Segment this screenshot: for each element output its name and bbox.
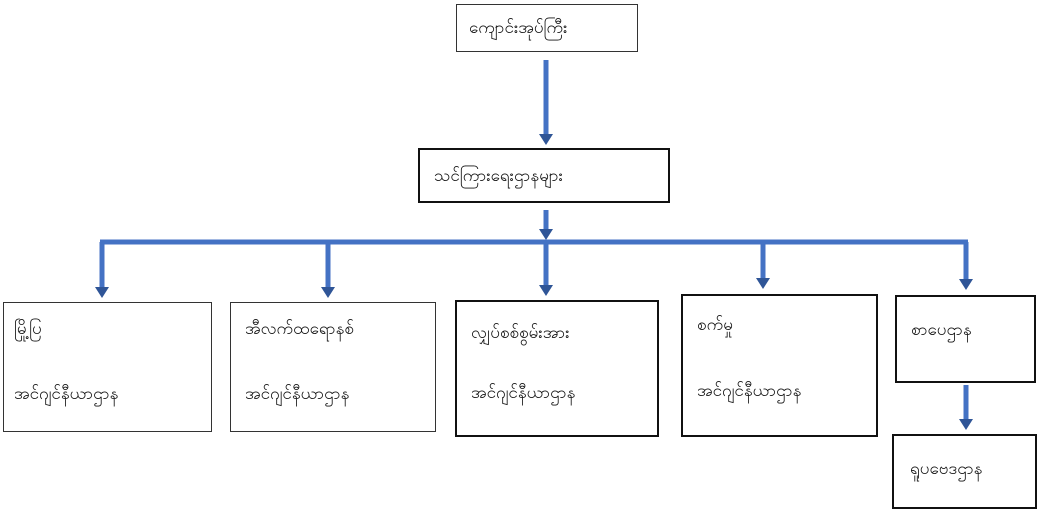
- arrowhead-dept-4: [756, 278, 770, 289]
- dept-node-2-line2: အင်ဂျင်နီယာဌာန: [245, 384, 350, 404]
- dept-node-2-line1: အီလက်ထရောနစ်: [245, 319, 354, 339]
- dept-node-4-line1: စက်မှု: [697, 315, 733, 335]
- dept-node-1-line2: အင်ဂျင်နီယာဌာန: [14, 384, 119, 404]
- sub-dept-node-box: ရူပဗေဒဌာန: [892, 434, 1037, 509]
- arrowhead-mid-to-bus: [539, 229, 553, 240]
- dept-node-3-line1: လျှပ်စစ်စွမ်းအား: [471, 323, 570, 343]
- dept-node-2-box: အီလက်ထရောနစ် အင်ဂျင်နီယာဌာန: [230, 302, 436, 432]
- dept-node-4-line2: အင်ဂျင်နီယာဌာန: [697, 381, 802, 401]
- dept-node-3-box: လျှပ်စစ်စွမ်းအား အင်ဂျင်နီယာဌာန: [455, 300, 659, 437]
- sub-dept-node-label: ရူပဗေဒဌာန: [910, 459, 983, 479]
- arrowhead-dept-1: [95, 287, 109, 298]
- dept-node-4-box: စက်မှု အင်ဂျင်နီယာဌာန: [681, 294, 878, 437]
- dept-node-5-line1: စာပေဌာန: [911, 320, 972, 340]
- root-node-box: ကျောင်းအုပ်ကြီး: [456, 4, 638, 52]
- arrowhead-sub: [959, 419, 973, 430]
- dept-node-1-box: မြို့ပြ အင်ဂျင်နီယာဌာန: [3, 302, 212, 432]
- mid-node-box: သင်ကြားရေးဌာနများ: [418, 148, 670, 203]
- arrowhead-root-to-mid: [539, 134, 553, 145]
- root-node-label: ကျောင်းအုပ်ကြီး: [469, 18, 568, 38]
- arrowhead-dept-2: [321, 287, 335, 298]
- dept-node-5-box: စာပေဌာန: [895, 295, 1036, 383]
- dept-node-3-line2: အင်ဂျင်နီယာဌာန: [471, 383, 576, 403]
- mid-node-label: သင်ကြားရေးဌာနများ: [434, 166, 563, 186]
- arrowhead-dept-5: [959, 279, 973, 290]
- arrowhead-dept-3: [539, 285, 553, 296]
- dept-node-1-line1: မြို့ပြ: [14, 319, 42, 339]
